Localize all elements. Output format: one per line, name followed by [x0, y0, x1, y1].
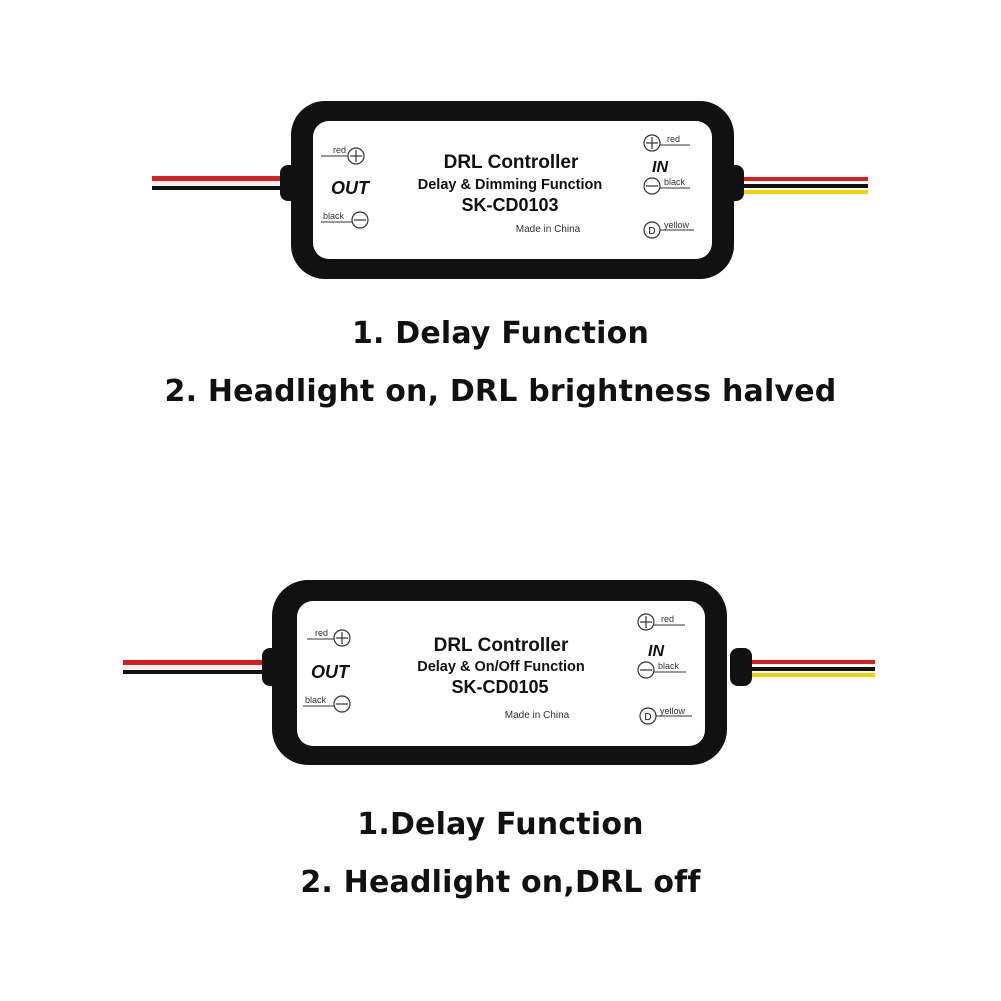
caption-line-2: 2. Headlight on,DRL off: [300, 865, 701, 900]
d-terminal: [643, 221, 694, 239]
device-origin: Made in China: [516, 224, 581, 235]
d-terminal-letter: D: [644, 712, 651, 723]
caption-line-1: 1.Delay Function: [357, 807, 644, 842]
out-negative-label: black: [323, 211, 345, 221]
in-label: IN: [648, 643, 664, 660]
device-title: DRL Controller: [444, 152, 579, 173]
product-1: red OUT black DRL Controller Delay & Dim…: [0, 0, 1001, 500]
device-function: Delay & On/Off Function: [417, 659, 585, 675]
d-terminal-label: yellow: [660, 706, 686, 716]
out-positive-label: red: [315, 628, 328, 638]
in-wires: [735, 660, 875, 677]
device-title: DRL Controller: [434, 635, 569, 656]
in-positive-terminal: [637, 613, 685, 631]
out-negative-label: black: [305, 695, 327, 705]
in-label: IN: [652, 159, 668, 176]
out-label: OUT: [311, 662, 351, 682]
in-negative-label: black: [664, 177, 686, 187]
out-wires: [123, 660, 283, 674]
out-positive-terminal: [307, 629, 351, 647]
device-model: SK-CD0103: [461, 195, 558, 215]
d-terminal: [639, 707, 692, 725]
caption-line-2: 2. Headlight on, DRL brightness halved: [164, 374, 837, 409]
d-terminal-letter: D: [648, 226, 655, 237]
product-2: red OUT black DRL Controller Delay & On/…: [0, 500, 1001, 1001]
out-positive-label: red: [333, 145, 346, 155]
in-positive-label: red: [661, 614, 674, 624]
device-origin: Made in China: [505, 710, 570, 721]
in-positive-label: red: [667, 134, 680, 144]
in-positive-terminal: [643, 134, 690, 152]
caption-line-1: 1. Delay Function: [351, 316, 650, 351]
in-wires: [728, 177, 868, 194]
in-negative-terminal: [643, 177, 690, 195]
out-wires: [152, 176, 292, 190]
drl-controller-device-1: red OUT black DRL Controller Delay & Dim…: [152, 101, 868, 279]
drl-controller-device-2: red OUT black DRL Controller Delay & On/…: [123, 580, 875, 765]
device-model: SK-CD0105: [451, 677, 548, 697]
in-negative-terminal: [637, 661, 686, 679]
out-negative-terminal: [303, 695, 351, 713]
out-label: OUT: [331, 178, 371, 198]
in-negative-label: black: [658, 661, 680, 671]
out-negative-terminal: [321, 211, 369, 229]
d-terminal-label: yellow: [664, 220, 690, 230]
out-positive-terminal: [321, 147, 365, 165]
device-function: Delay & Dimming Function: [418, 177, 603, 193]
